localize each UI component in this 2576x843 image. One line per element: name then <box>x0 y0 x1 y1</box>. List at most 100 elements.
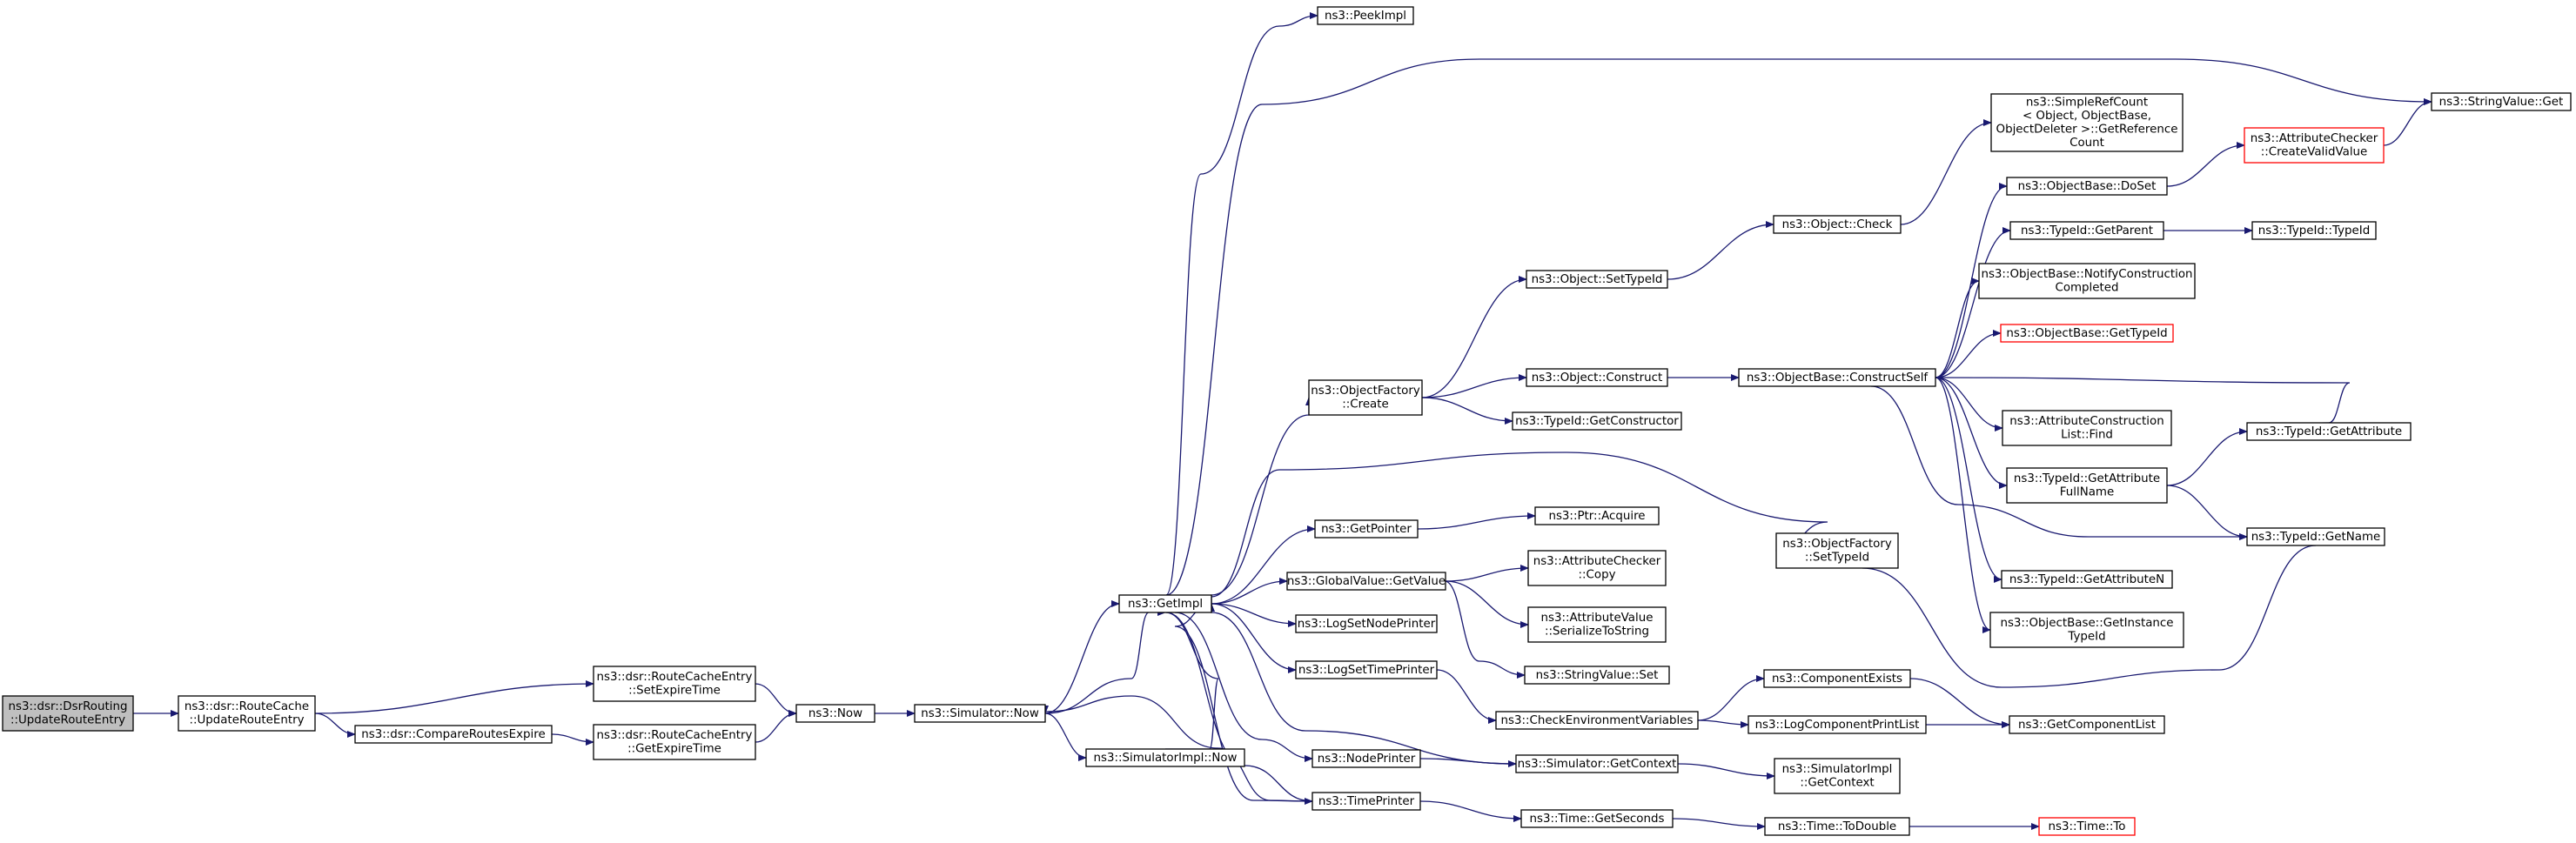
call-edge <box>755 710 797 743</box>
call-edge <box>1672 818 1766 830</box>
node-label: ns3::TypeId::GetAttribute <box>2014 472 2160 485</box>
node-box <box>1774 758 1901 794</box>
node-notifyconstr[interactable]: ns3::ObjectBase::NotifyConstructionCompl… <box>1978 263 2196 299</box>
call-edge <box>1436 669 1497 724</box>
node-box <box>1495 711 1699 730</box>
node-todouble[interactable]: ns3::Time::ToDouble <box>1764 817 1910 836</box>
node-ptr-acquire[interactable]: ns3::Ptr::Acquire <box>1534 506 1660 525</box>
call-edge <box>1044 600 1120 714</box>
node-sim-now[interactable]: ns3::Simulator::Now <box>914 704 1046 723</box>
node-constructself[interactable]: ns3::ObjectBase::ConstructSelf <box>1738 368 1936 387</box>
node-attrchecker-copy[interactable]: ns3::AttributeChecker::Copy <box>1527 550 1667 586</box>
node-now[interactable]: ns3::Now <box>795 704 875 723</box>
node-attrvalue-ser[interactable]: ns3::AttributeValue::SerializeToString <box>1527 606 1667 643</box>
node-stringvalue-set[interactable]: ns3::StringValue::Set <box>1524 666 1670 685</box>
node-get-expire[interactable]: ns3::dsr::RouteCacheEntry::GetExpireTime <box>593 724 756 760</box>
node-of-settypeid[interactable]: ns3::ObjectFactory::SetTypeId <box>1775 532 1899 569</box>
node-simimpl-getctx[interactable]: ns3::SimulatorImpl::GetContext <box>1774 758 1901 794</box>
call-edge <box>1870 377 2248 540</box>
node-box <box>1978 263 2196 299</box>
node-doset[interactable]: ns3::ObjectBase::DoSet <box>2006 177 2168 196</box>
node-ob-gettypeid[interactable]: ns3::ObjectBase::GetTypeId <box>2000 324 2174 343</box>
node-time-getseconds[interactable]: ns3::Time::GetSeconds <box>1520 809 1674 828</box>
node-label: ns3::dsr::DsrRouting <box>9 700 128 713</box>
node-simplerefcount[interactable]: ns3::SimpleRefCount< Object, ObjectBase,… <box>1990 93 2184 152</box>
node-label: ns3::TypeId::GetAttribute <box>2256 425 2402 438</box>
node-label: ::Create <box>1342 398 1389 411</box>
node-getparent[interactable]: ns3::TypeId::GetParent <box>2009 221 2164 240</box>
node-root[interactable]: ns3::dsr::DsrRouting::UpdateRouteEntry <box>2 695 134 732</box>
call-edge <box>1444 580 1526 676</box>
node-box <box>1512 411 1682 431</box>
call-edge <box>1044 713 1087 761</box>
call-edge <box>1697 719 1749 728</box>
call-edge <box>1909 678 2010 728</box>
node-simimpl-now[interactable]: ns3::SimulatorImpl::Now <box>1085 748 1245 767</box>
node-object-check[interactable]: ns3::Object::Check <box>1773 215 1902 234</box>
node-box <box>1515 754 1679 773</box>
node-box <box>1524 666 1670 685</box>
call-edge <box>1667 221 1774 280</box>
node-label: ns3::AttributeConstruction <box>2009 415 2163 428</box>
node-stringvalue-get[interactable]: ns3::StringValue::Get <box>2431 92 2572 111</box>
node-box <box>1989 612 2184 648</box>
node-nodeprinter[interactable]: ns3::NodePrinter <box>1311 749 1421 768</box>
node-getcomplist[interactable]: ns3::GetComponentList <box>2009 715 2165 734</box>
node-set-expire[interactable]: ns3::dsr::RouteCacheEntry::SetExpireTime <box>593 666 756 702</box>
node-box <box>1295 614 1438 633</box>
call-edge <box>1935 330 2002 378</box>
node-box <box>2 695 134 732</box>
node-label: ns3::GetPointer <box>1321 523 1412 536</box>
node-label: ::SetTypeId <box>1805 552 1869 565</box>
node-label: ns3::GlobalValue::GetValue <box>1287 575 1446 588</box>
node-getimpl[interactable]: ns3::GetImpl <box>1118 594 1212 613</box>
node-label: ns3::LogComponentPrintList <box>1755 719 1920 732</box>
node-logcomplist[interactable]: ns3::LogComponentPrintList <box>1748 715 1927 734</box>
node-objfactory-create[interactable]: ns3::ObjectFactory::Create <box>1308 379 1423 416</box>
node-label: ::UpdateRouteEntry <box>189 714 304 727</box>
node-peekimpl[interactable]: ns3::PeekImpl <box>1317 6 1414 25</box>
node-label: ns3::TypeId::TypeId <box>2258 224 2370 238</box>
node-label: Count <box>2070 137 2104 150</box>
call-edge <box>1211 525 1316 605</box>
node-box <box>1775 532 1899 569</box>
call-edge <box>1421 374 1527 398</box>
call-edge <box>2166 428 2248 486</box>
call-edge <box>1445 580 1529 628</box>
node-lognodeprinter[interactable]: ns3::LogSetNodePrinter <box>1295 614 1438 633</box>
node-checkenv[interactable]: ns3::CheckEnvironmentVariables <box>1495 711 1699 730</box>
node-box <box>1763 669 1911 688</box>
node-createvalidvalue[interactable]: ns3::AttributeChecker::CreateValidValue <box>2244 127 2385 164</box>
node-logtimeprinter[interactable]: ns3::LogSetTimePrinter <box>1295 660 1438 679</box>
node-box <box>1990 93 2184 152</box>
node-getpointer[interactable]: ns3::GetPointer <box>1314 519 1419 539</box>
node-box <box>1738 368 1936 387</box>
call-edge <box>1935 227 2011 378</box>
node-getattributen[interactable]: ns3::TypeId::GetAttributeN <box>2001 570 2173 589</box>
node-compexists[interactable]: ns3::ComponentExists <box>1763 669 1911 688</box>
node-label: ns3::Simulator::Now <box>921 707 1039 720</box>
node-time-to[interactable]: ns3::Time::To <box>2038 817 2136 836</box>
node-getconstructor[interactable]: ns3::TypeId::GetConstructor <box>1512 411 1682 431</box>
node-settypeid[interactable]: ns3::Object::SetTypeId <box>1526 270 1668 289</box>
node-box <box>2006 177 2168 196</box>
call-edge <box>1174 603 1313 762</box>
node-label: ns3::ComponentExists <box>1772 672 1902 686</box>
node-compare[interactable]: ns3::dsr::CompareRoutesExpire <box>354 725 553 744</box>
node-globalvalue[interactable]: ns3::GlobalValue::GetValue <box>1286 572 1446 591</box>
node-cache-update[interactable]: ns3::dsr::RouteCache::UpdateRouteEntry <box>178 695 316 732</box>
node-typeid-getattribute[interactable]: ns3::TypeId::GetAttribute <box>2246 422 2412 441</box>
node-typeid-typeid[interactable]: ns3::TypeId::TypeId <box>2251 221 2377 240</box>
node-label: ns3::Object::SetTypeId <box>1532 273 1663 286</box>
node-sim-getcontext[interactable]: ns3::Simulator::GetContext <box>1515 754 1679 773</box>
node-label: ::Copy <box>1579 569 1616 582</box>
node-construct[interactable]: ns3::Object::Construct <box>1526 368 1668 387</box>
node-typeid-getname[interactable]: ns3::TypeId::GetName <box>2246 527 2385 546</box>
node-label: ns3::Time::To <box>2049 820 2126 833</box>
node-timeprinter[interactable]: ns3::TimePrinter <box>1311 792 1421 811</box>
node-label: ns3::NodePrinter <box>1318 753 1416 766</box>
call-edge <box>1417 512 1536 530</box>
